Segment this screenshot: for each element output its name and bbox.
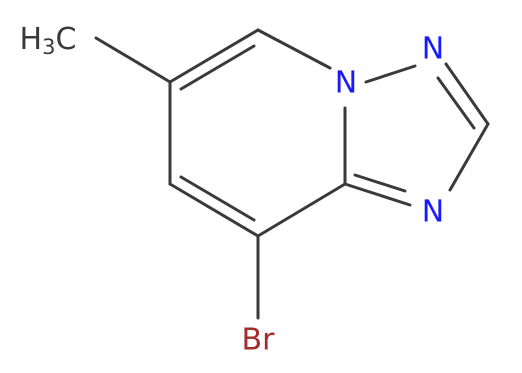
- bond-n1-c2-inner: [436, 76, 476, 130]
- nitrogen-bottom-label: N: [422, 195, 444, 230]
- bond-n4-n1: [364, 64, 417, 84]
- bond-c5-c6: [168, 28, 260, 84]
- methyl-c: C: [55, 22, 76, 57]
- bond-n1-c2: [444, 62, 490, 126]
- bond-c6-methyl: [94, 36, 172, 84]
- bond-c5-c6-inner: [179, 44, 256, 91]
- bond-c7-c8: [168, 182, 260, 238]
- bond-n3-c8a-inner: [353, 173, 407, 193]
- nitrogen-bridge-label: N: [335, 66, 357, 101]
- methyl-subscript: 3: [42, 35, 55, 59]
- methyl-label: H3C: [20, 22, 77, 60]
- nitrogen-top-label: N: [422, 32, 444, 67]
- bond-n3-c8a: [343, 182, 412, 207]
- bond-c8-c8a: [256, 182, 347, 238]
- bond-n4-c5: [256, 28, 332, 70]
- methyl-h: H: [20, 22, 43, 57]
- bond-c2-n3: [448, 122, 490, 192]
- bromine-label: Br: [242, 323, 276, 358]
- bond-c7-c8-inner: [179, 175, 256, 222]
